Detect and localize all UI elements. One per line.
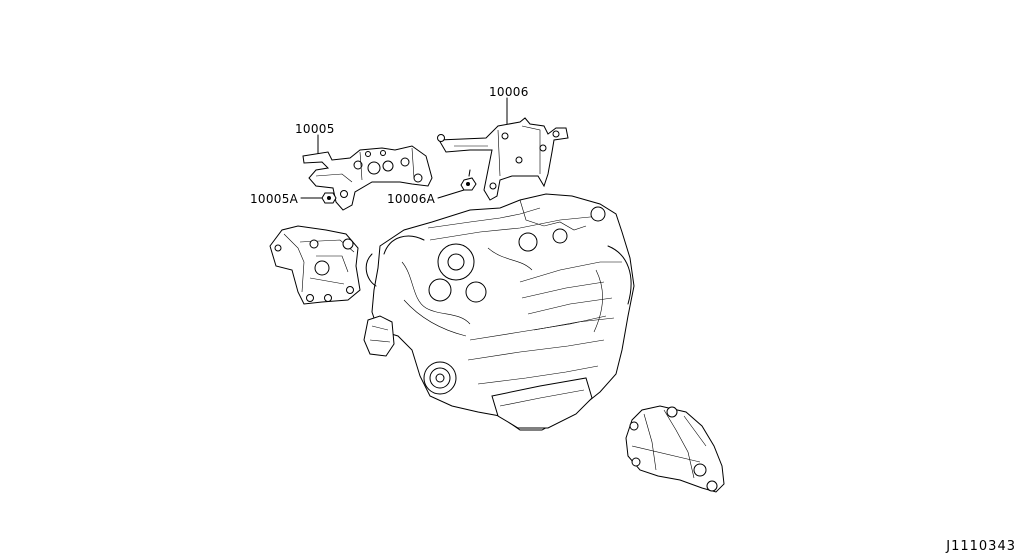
left-engine-mount xyxy=(269,225,361,305)
bracket-10006 xyxy=(437,117,569,201)
callout-10006A-label: 10006A xyxy=(387,192,436,206)
bracket-10005 xyxy=(302,145,433,211)
right-engine-mount xyxy=(625,405,725,493)
callout-10005-label: 10005 xyxy=(295,122,335,136)
callout-10006-label: 10006 xyxy=(489,85,529,99)
callout-10005A-label: 10005A xyxy=(250,192,299,206)
bolt-10005A xyxy=(321,192,337,204)
diagram-reference-code: J1110343 xyxy=(946,539,1016,554)
bolt-10006A xyxy=(460,169,477,191)
engine-assembly xyxy=(363,193,635,431)
